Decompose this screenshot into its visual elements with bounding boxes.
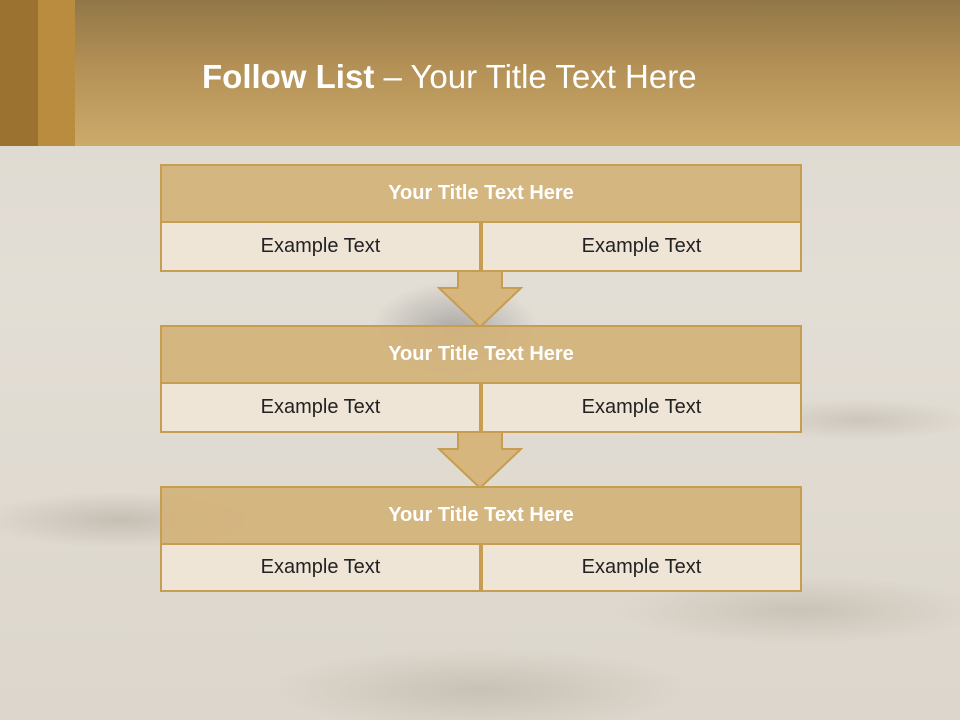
slide-title: Follow List – Your Title Text Here [202, 52, 697, 102]
slide-title-rest: – Your Title Text Here [374, 58, 697, 95]
block-cell-right: Example Text [481, 382, 802, 433]
down-arrow-icon [437, 270, 523, 328]
block-cell-right: Example Text [481, 221, 802, 272]
block-title: Your Title Text Here [160, 486, 802, 545]
header-accent-strip-dark [0, 0, 38, 146]
list-block-1: Your Title Text Here Example Text Exampl… [160, 164, 802, 272]
header-accent-strip-light [38, 0, 75, 146]
list-block-2: Your Title Text Here Example Text Exampl… [160, 325, 802, 433]
block-cell-left: Example Text [160, 543, 481, 592]
block-cell-right: Example Text [481, 543, 802, 592]
header-bar: Follow List – Your Title Text Here [0, 0, 960, 146]
block-cell-left: Example Text [160, 221, 481, 272]
down-arrow-icon [437, 431, 523, 489]
block-cell-left: Example Text [160, 382, 481, 433]
slide-title-bold: Follow List [202, 58, 375, 95]
block-title: Your Title Text Here [160, 164, 802, 223]
list-block-3: Your Title Text Here Example Text Exampl… [160, 486, 802, 594]
block-title: Your Title Text Here [160, 325, 802, 384]
